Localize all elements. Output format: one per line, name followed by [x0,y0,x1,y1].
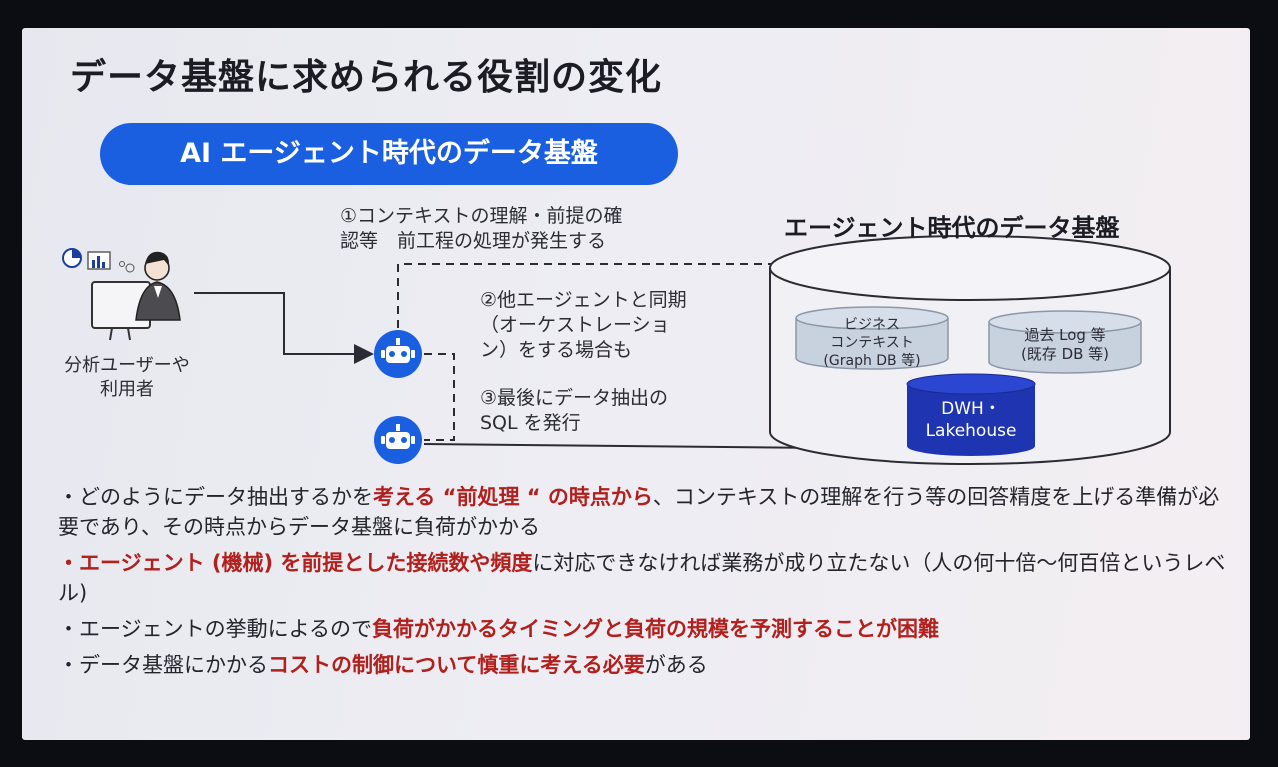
slide-title: データ基盤に求められる役割の変化 [70,57,663,98]
bullet1-highlight: 考える “前処理 “ の時点から [373,485,653,509]
bullet3-prefix: ・エージェントの挙動によるので [58,617,372,641]
step3-line2: SQL を発行 [480,412,581,434]
dwh-line2: Lakehouse [925,421,1017,441]
agent-robot-icon-2 [374,416,422,464]
step1-line1: ①コンテキストの理解・前提の確 [340,205,623,227]
step1-line2: 認等 前工程の処理が発生する [340,230,607,252]
biz-line1: ビジネス [844,317,900,333]
bullet2-dot: ・ [58,551,79,575]
bullet-item-3: ・エージェントの挙動によるので負荷がかかるタイミングと負荷の規模を予測することが… [58,614,1238,644]
chart-icons [62,248,135,273]
agent-robot-icon-1 [374,330,422,378]
repository-title: エージェント時代のデータ基盤 [784,214,1120,242]
dwh-db-icon [906,373,1036,456]
bullet1-prefix: ・どのようにデータ抽出するかを [58,485,373,509]
bullet3-highlight: 負荷がかかるタイミングと負荷の規模を予測することが困難 [371,617,939,641]
step1-note: ①コンテキストの理解・前提の確 認等 前工程の処理が発生する [340,204,622,254]
log-line1: 過去 Log 等 [1024,326,1106,344]
bullet-item-2: ・エージェント (機械) を前提とした接続数や頻度に対応できなければ業務が成り立… [58,548,1238,608]
log-db-label: 過去 Log 等 (既存 DB 等) [990,326,1140,364]
bullet4-prefix: ・データ基盤にかかる [58,653,268,677]
dwh-db-label: DWH・ Lakehouse [907,398,1035,442]
step2-line1: ②他エージェントと同期 [480,289,687,311]
step2-line3: ン）をする場合も [480,339,633,361]
user-label-line2: 利用者 [100,379,154,400]
step2-note: ②他エージェントと同期 （オーケストレーショ ン）をする場合も [480,288,687,363]
step3-note: ③最後にデータ抽出の SQL を発行 [480,386,668,436]
dwh-line1: DWH・ [941,399,1001,419]
business-context-db-icon [795,306,949,370]
log-db-icon [988,310,1142,374]
presentation-slide: データ基盤に求められる役割の変化 AI エージェント時代のデータ基盤 [22,28,1250,740]
bullet1-suffix: 、コンテキストの理解を行う等の回答精度を上げる準備が必要であり、その時点からデー… [58,485,1220,539]
log-line2: (既存 DB 等) [1020,345,1110,363]
architecture-diagram [62,235,1171,465]
user-label-line1: 分析ユーザーや [64,355,190,376]
user-illustration [62,248,181,341]
biz-line2: コンテキスト [830,335,914,351]
bullet-item-1: ・どのようにデータ抽出するかを考える “前処理 “ の時点から、コンテキストの理… [58,482,1238,542]
step3-line1: ③最後にデータ抽出の [480,387,669,409]
step2-line2: （オーケストレーショ [480,314,670,336]
bullet-list: ・どのようにデータ抽出するかを考える “前処理 “ の時点から、コンテキストの理… [58,482,1238,686]
bullet-item-4: ・データ基盤にかかるコストの制御について慎重に考える必要がある [58,650,1238,680]
biz-line3: (Graph DB 等) [823,353,921,369]
user-label: 分析ユーザーや 利用者 [42,354,212,402]
bullet4-highlight: コストの制御について慎重に考える必要 [268,653,645,677]
bullet2-suffix: に対応できなければ業務が成り立たない（人の何十倍〜何百倍というレベル) [58,551,1226,605]
bullet4-suffix: がある [644,653,708,677]
business-context-db-label: ビジネス コンテキスト (Graph DB 等) [797,316,947,370]
bullet2-highlight: エージェント (機械) を前提とした接続数や頻度 [79,551,533,575]
section-pill: AI エージェント時代のデータ基盤 [100,123,678,185]
